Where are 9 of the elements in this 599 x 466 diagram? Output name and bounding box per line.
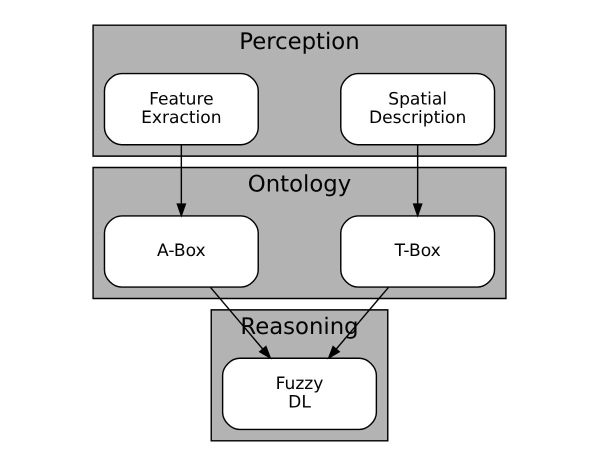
arrow — [176, 145, 186, 218]
arrow — [412, 145, 423, 218]
arrow — [210, 286, 272, 360]
node-box: A-Box — [104, 215, 259, 288]
arrow — [327, 286, 389, 360]
node-box: T-Box — [340, 215, 496, 288]
node-box: Spatial Description — [340, 72, 496, 146]
node-box: Fuzzy DL — [222, 358, 378, 430]
node-box: Feature Exraction — [104, 72, 259, 146]
